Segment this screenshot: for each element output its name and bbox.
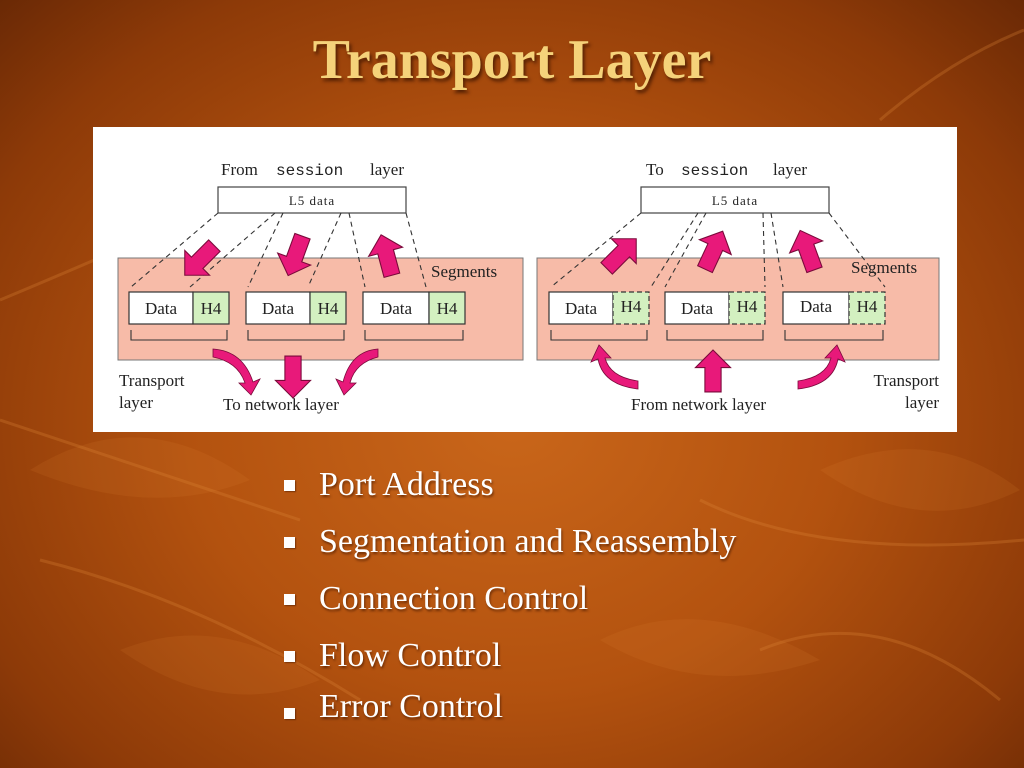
bullet-text: Port Address <box>319 466 494 503</box>
receiver-l5-data-label: L5 data <box>712 193 758 208</box>
sender-segment-2-data-label: Data <box>262 299 295 318</box>
sender-segments-label: Segments <box>431 262 497 281</box>
receiver-brackets <box>550 330 884 341</box>
bullet-square-icon <box>284 594 295 605</box>
sender-segment-3-header-label: H4 <box>437 299 458 318</box>
sender-segment-3-data-label: Data <box>380 299 413 318</box>
receiver-segments-label: Segments <box>851 258 917 277</box>
receiver-arrow-curve-left <box>590 344 639 390</box>
receiver-arrow-curve-right <box>797 344 846 390</box>
bullet-text: Error Control <box>319 688 504 725</box>
bullet-text: Flow Control <box>319 637 502 674</box>
receiver-segment-2: Data H4 <box>664 291 766 325</box>
sender-segment-1-header-label: H4 <box>201 299 222 318</box>
bullet-square-icon <box>284 651 295 662</box>
sender-transport-line2: layer <box>119 393 153 412</box>
receiver-join-lines <box>550 212 886 288</box>
receiver-segment-2-data-label: Data <box>681 299 714 318</box>
receiver-segment-3: Data H4 <box>782 291 886 325</box>
bullet-square-icon <box>284 537 295 548</box>
receiver-segment-3-data-label: Data <box>800 297 833 316</box>
slide-title: Transport Layer <box>312 29 712 91</box>
receiver-to-label: To <box>646 160 664 179</box>
sender-segment-1-data-label: Data <box>145 299 178 318</box>
receiver-layer-word: layer <box>773 160 807 179</box>
receiver-segment-1-header-label: H4 <box>621 297 642 316</box>
bullet-text: Segmentation and Reassembly <box>319 523 737 560</box>
receiver-transport-line2: layer <box>905 393 939 412</box>
receiver-network-label: From network layer <box>631 395 766 414</box>
sender-segment-3: Data H4 <box>362 291 466 325</box>
receiver-segment-3-header-label: H4 <box>857 297 878 316</box>
bullet-square-icon <box>284 708 295 719</box>
sender-arrow-straight-down <box>274 355 312 399</box>
sender-segment-2-header-label: H4 <box>318 299 339 318</box>
sender-from-label: From <box>221 160 258 179</box>
receiver-segment-1-data-label: Data <box>565 299 598 318</box>
bullet-item-error-control: Error Control <box>282 684 736 736</box>
sender-layer-word: layer <box>370 160 404 179</box>
sender-side: From session layer L5 data Segments Data <box>117 160 524 414</box>
sender-segment-1: Data H4 <box>128 291 230 325</box>
sender-l5-data-box <box>217 186 407 214</box>
receiver-segment-1: Data H4 <box>548 291 650 325</box>
sender-network-label: To network layer <box>223 395 339 414</box>
sender-brackets <box>130 330 464 341</box>
receiver-session-word: session <box>681 162 748 180</box>
bullet-text: Connection Control <box>319 580 589 617</box>
bullet-list: Port Address Segmentation and Reassembly… <box>282 456 736 736</box>
transport-layer-diagram: From session layer L5 data Segments Data <box>93 127 957 432</box>
sender-arrow-curve-right <box>335 348 379 396</box>
sender-l5-data-label: L5 data <box>289 193 335 208</box>
receiver-side: To session layer L5 data Segments Data H… <box>536 160 940 414</box>
receiver-transport-line1: Transport <box>874 371 940 390</box>
receiver-l5-data-box <box>640 186 830 214</box>
bullet-item-flow-control: Flow Control <box>282 627 736 684</box>
bullet-square-icon <box>284 480 295 491</box>
sender-arrow-curve-left <box>212 348 261 396</box>
sender-transport-line1: Transport <box>119 371 185 390</box>
sender-segment-2: Data H4 <box>245 291 347 325</box>
bullet-item-connection-control: Connection Control <box>282 570 736 627</box>
bullet-item-port-address: Port Address <box>282 456 736 513</box>
receiver-segment-2-header-label: H4 <box>737 297 758 316</box>
bullet-item-segmentation: Segmentation and Reassembly <box>282 513 736 570</box>
sender-session-word: session <box>276 162 343 180</box>
